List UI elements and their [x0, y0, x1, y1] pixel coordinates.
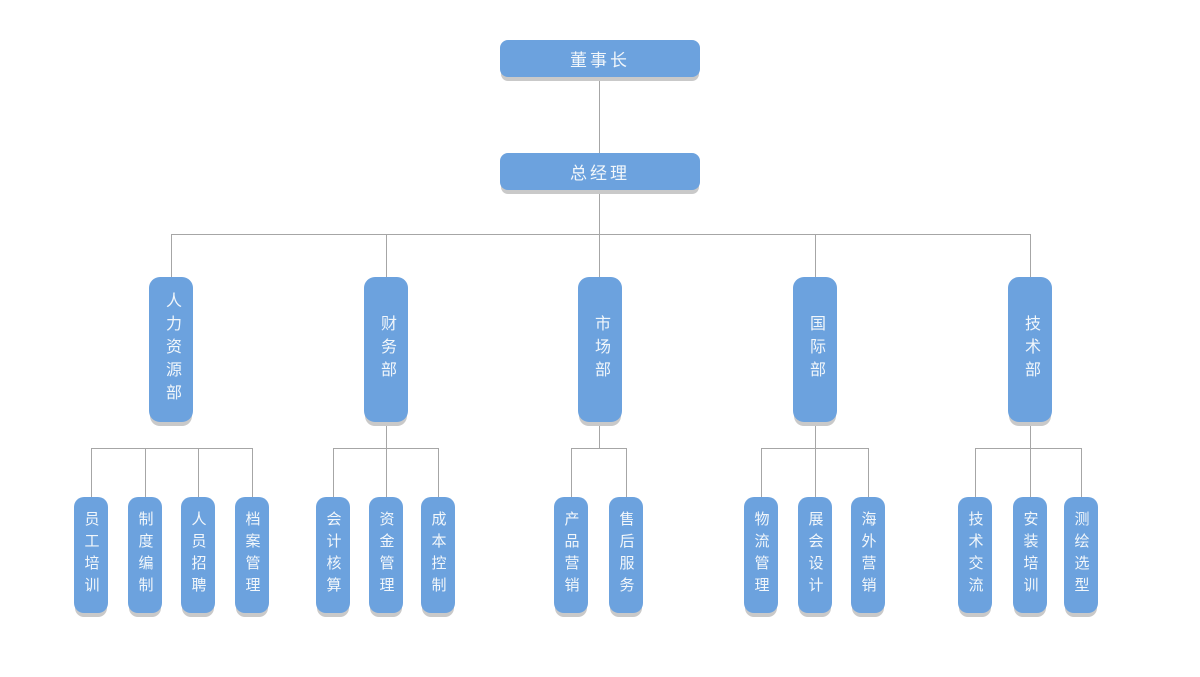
connector-line: [599, 234, 600, 277]
connector-line: [91, 448, 252, 449]
dept-node-finance: 财务部: [364, 277, 408, 422]
connector-line: [438, 448, 439, 497]
general-manager-node: 总经理: [500, 153, 700, 190]
connector-line: [599, 77, 600, 153]
connector-line: [761, 448, 762, 497]
leaf-node-tech-exchange: 技术交流: [958, 497, 992, 613]
leaf-node-logistics: 物流管理: [744, 497, 778, 613]
leaf-node-survey-selection: 测绘选型: [1064, 497, 1098, 613]
dept-label: 人力资源部: [163, 292, 180, 407]
leaf-node-fund-management: 资金管理: [369, 497, 403, 613]
connector-line: [571, 448, 626, 449]
dept-node-marketing: 市场部: [578, 277, 622, 422]
leaf-label: 物流管理: [752, 511, 770, 599]
connector-line: [571, 448, 572, 497]
dept-node-technology: 技术部: [1008, 277, 1052, 422]
leaf-label: 会计核算: [324, 511, 342, 599]
dept-label: 技术部: [1022, 315, 1039, 384]
leaf-label: 档案管理: [243, 511, 261, 599]
leaf-node-archives: 档案管理: [235, 497, 269, 613]
leaf-node-after-sales: 售后服务: [609, 497, 643, 613]
connector-line: [975, 448, 1081, 449]
leaf-node-overseas-marketing: 海外营销: [851, 497, 885, 613]
dept-label: 国际部: [807, 315, 824, 384]
connector-line: [386, 234, 387, 277]
leaf-node-exhibition-design: 展会设计: [798, 497, 832, 613]
chairman-label: 董事长: [570, 51, 630, 70]
leaf-node-cost-control: 成本控制: [421, 497, 455, 613]
leaf-label: 人员招聘: [189, 511, 207, 599]
dept-label: 财务部: [378, 315, 395, 384]
connector-line: [1030, 422, 1031, 448]
leaf-node-installation-training: 安装培训: [1013, 497, 1047, 613]
leaf-label: 员工培训: [82, 511, 100, 599]
leaf-node-system-drafting: 制度编制: [128, 497, 162, 613]
connector-line: [171, 234, 172, 277]
connector-line: [171, 234, 1031, 235]
connector-line: [91, 448, 92, 497]
dept-node-international: 国际部: [793, 277, 837, 422]
leaf-label: 技术交流: [966, 511, 984, 599]
connector-line: [815, 448, 816, 497]
connector-line: [1030, 234, 1031, 277]
leaf-label: 海外营销: [859, 511, 877, 599]
connector-line: [198, 448, 199, 497]
connector-line: [386, 422, 387, 448]
connector-line: [599, 190, 600, 234]
leaf-node-product-marketing: 产品营销: [554, 497, 588, 613]
leaf-label: 测绘选型: [1072, 511, 1090, 599]
chairman-node: 董事长: [500, 40, 700, 77]
connector-line: [815, 234, 816, 277]
connector-line: [145, 448, 146, 497]
leaf-label: 资金管理: [377, 511, 395, 599]
connector-line: [815, 422, 816, 448]
connector-line: [1081, 448, 1082, 497]
leaf-label: 安装培训: [1021, 511, 1039, 599]
connector-line: [386, 448, 387, 497]
connector-line: [252, 448, 253, 497]
connector-line: [333, 448, 334, 497]
leaf-label: 制度编制: [136, 511, 154, 599]
dept-node-hr: 人力资源部: [149, 277, 193, 422]
leaf-node-recruitment: 人员招聘: [181, 497, 215, 613]
connector-line: [333, 448, 438, 449]
leaf-label: 展会设计: [806, 511, 824, 599]
connector-line: [868, 448, 869, 497]
connector-line: [1030, 448, 1031, 497]
leaf-label: 售后服务: [617, 511, 635, 599]
dept-label: 市场部: [592, 315, 609, 384]
leaf-label: 产品营销: [562, 511, 580, 599]
general-manager-label: 总经理: [570, 164, 630, 183]
connector-line: [599, 422, 600, 448]
connector-line: [626, 448, 627, 497]
leaf-label: 成本控制: [429, 511, 447, 599]
connector-line: [761, 448, 868, 449]
leaf-node-employee-training: 员工培训: [74, 497, 108, 613]
connector-line: [975, 448, 976, 497]
leaf-node-accounting: 会计核算: [316, 497, 350, 613]
